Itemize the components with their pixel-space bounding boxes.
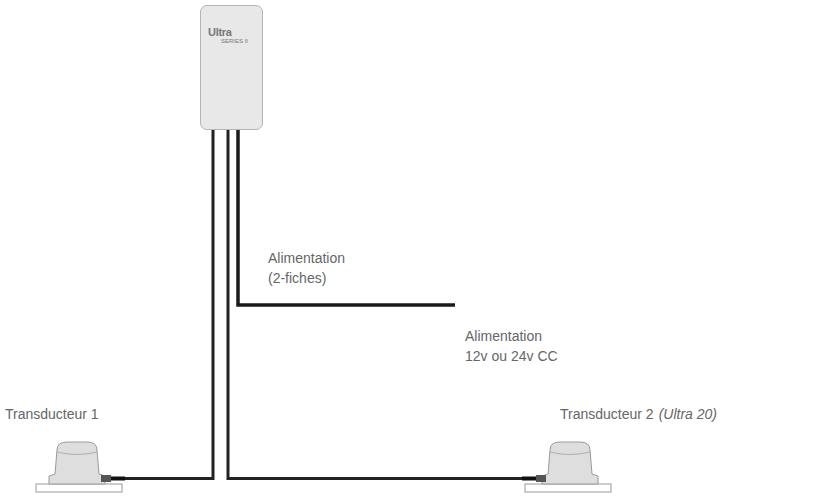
transducer-body [542, 442, 598, 484]
mounting-plate [525, 484, 611, 492]
node-subtitle: SERIES II [221, 38, 262, 45]
transducer-body [49, 442, 105, 484]
transducer-drawing [522, 430, 612, 494]
connector-nut [536, 475, 546, 482]
node-subtitle: (Ultra 20) [659, 406, 717, 422]
supply-label: Alimentation 12v ou 24v CC [465, 326, 563, 366]
body-edge [57, 452, 97, 455]
cable-label: Alimentation (2-fiches) [268, 248, 358, 288]
node-title: Ultra [208, 26, 262, 38]
text-line: Transducteur 2 (Ultra 20) [522, 404, 717, 424]
text-line: Transducteur 1 [5, 404, 125, 424]
node-title: Transducteur 2 [560, 406, 654, 422]
text-line: UltraSERIES II [201, 26, 262, 45]
transducer: Transducteur 1 [5, 404, 125, 494]
mounting-plate [36, 484, 122, 492]
power-cable [238, 130, 455, 305]
controller-box: UltraSERIES II [200, 5, 263, 130]
transducer-cable [228, 130, 522, 479]
transducer: Transducteur 2 (Ultra 20) [522, 404, 717, 494]
cable-plug [522, 477, 536, 481]
cable-plug [111, 477, 125, 481]
transducer-drawing [35, 430, 125, 494]
connector-nut [101, 475, 111, 482]
node-title: Transducteur 1 [5, 404, 125, 424]
transducer-cable [125, 130, 213, 479]
body-edge [550, 452, 590, 455]
